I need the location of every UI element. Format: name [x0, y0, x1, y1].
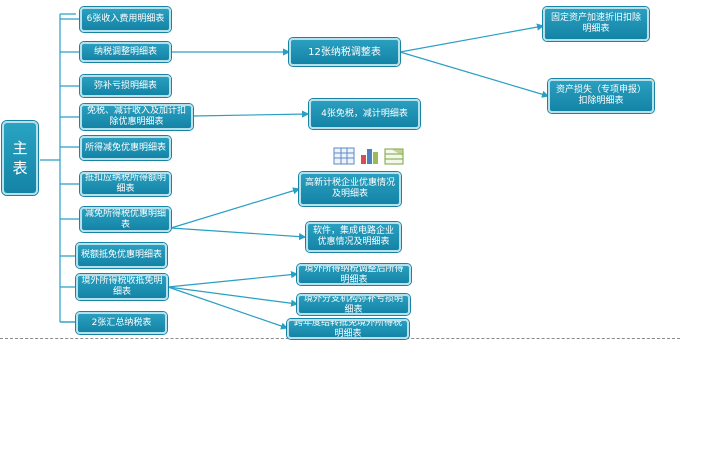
spreadsheet-icon	[384, 148, 404, 165]
node-tax-adjust[interactable]: 纳税调整明细表	[80, 42, 171, 62]
node-tax-relief[interactable]: 减免所得税优惠明细表	[80, 207, 171, 232]
node-12-adjust[interactable]: 12张纳税调整表	[289, 38, 400, 66]
node-4-exempt[interactable]: 4张免税，减计明细表	[309, 99, 420, 129]
node-foreign-branch[interactable]: 境外分支机构弥补亏损明细表	[297, 294, 410, 315]
node-income-reduction[interactable]: 所得减免优惠明细表	[80, 136, 171, 160]
node-loss-recovery[interactable]: 弥补亏损明细表	[80, 75, 171, 97]
node-cross-year[interactable]: 跨年度结转抵免境外所得税明细表	[287, 319, 409, 339]
node-label: 软件，集成电路企业优惠情况及明细表	[312, 226, 394, 247]
connector-foreign-2	[167, 286, 299, 307]
bar-chart-icon	[361, 149, 378, 164]
connector-asset-loss	[399, 51, 550, 98]
connector-foreign-1	[167, 271, 299, 288]
node-label: 跨年度结转抵免境外所得税明细表	[293, 319, 402, 339]
node-label: 4张免税，减计明细表	[321, 108, 408, 119]
node-label: 免税、减计收入及加计扣除优惠明细表	[86, 106, 186, 127]
toolbar-icons	[333, 147, 404, 165]
node-label: 12张纳税调整表	[308, 46, 381, 58]
node-foreign-credit[interactable]: 境外所得税收抵免明细表	[76, 274, 168, 300]
node-label: 境外所得税收抵免明细表	[81, 276, 163, 297]
connector-fixed-asset	[399, 23, 545, 53]
node-consolidated[interactable]: 2张汇总纳税表	[76, 312, 167, 334]
root-node[interactable]: 主表	[2, 121, 38, 195]
node-tax-credit[interactable]: 税额抵免优惠明细表	[76, 243, 167, 268]
connector-exempt	[192, 110, 310, 118]
node-label: 所得减免优惠明细表	[85, 142, 167, 153]
node-label: 高新计税企业优惠情况及明细表	[304, 178, 395, 199]
table-icon	[333, 147, 355, 165]
node-label: 税额抵免优惠明细表	[81, 250, 163, 260]
icon-toolbar	[333, 146, 409, 166]
node-exempt-income[interactable]: 免税、减计收入及加计扣除优惠明细表	[80, 104, 193, 130]
node-hightech[interactable]: 高新计税企业优惠情况及明细表	[299, 172, 401, 206]
node-software[interactable]: 软件，集成电路企业优惠情况及明细表	[306, 222, 401, 252]
node-label: 弥补亏损明细表	[93, 80, 157, 91]
node-asset-loss[interactable]: 资产损失（专项申报）扣除明细表	[548, 79, 654, 113]
node-foreign-adjust[interactable]: 境外所得纳税调整后所得明细表	[297, 264, 411, 285]
node-income-expense[interactable]: 6张收入费用明细表	[80, 7, 171, 32]
node-label: 资产损失（专项申报）扣除明细表	[555, 85, 646, 106]
node-label: 境外分支机构弥补亏损明细表	[303, 294, 403, 315]
node-label: 6张收入费用明细表	[86, 14, 165, 24]
node-deduction[interactable]: 抵扣应纳税所得额明细表	[80, 172, 171, 196]
node-label: 固定资产加速折旧扣除明细表	[550, 13, 641, 34]
node-label: 减免所得税优惠明细表	[85, 208, 167, 230]
root-bracket	[40, 13, 76, 323]
connector-software	[170, 227, 307, 241]
node-label: 2张汇总纳税表	[91, 317, 152, 328]
node-label: 纳税调整明细表	[93, 46, 157, 57]
node-label: 抵扣应纳税所得额明细表	[85, 173, 167, 194]
node-fixed-asset[interactable]: 固定资产加速折旧扣除明细表	[543, 7, 649, 41]
connector-hightech	[170, 187, 301, 229]
root-label: 主表	[12, 139, 28, 177]
node-label: 境外所得纳税调整后所得明细表	[304, 264, 404, 285]
connector-foreign-3	[167, 286, 289, 330]
